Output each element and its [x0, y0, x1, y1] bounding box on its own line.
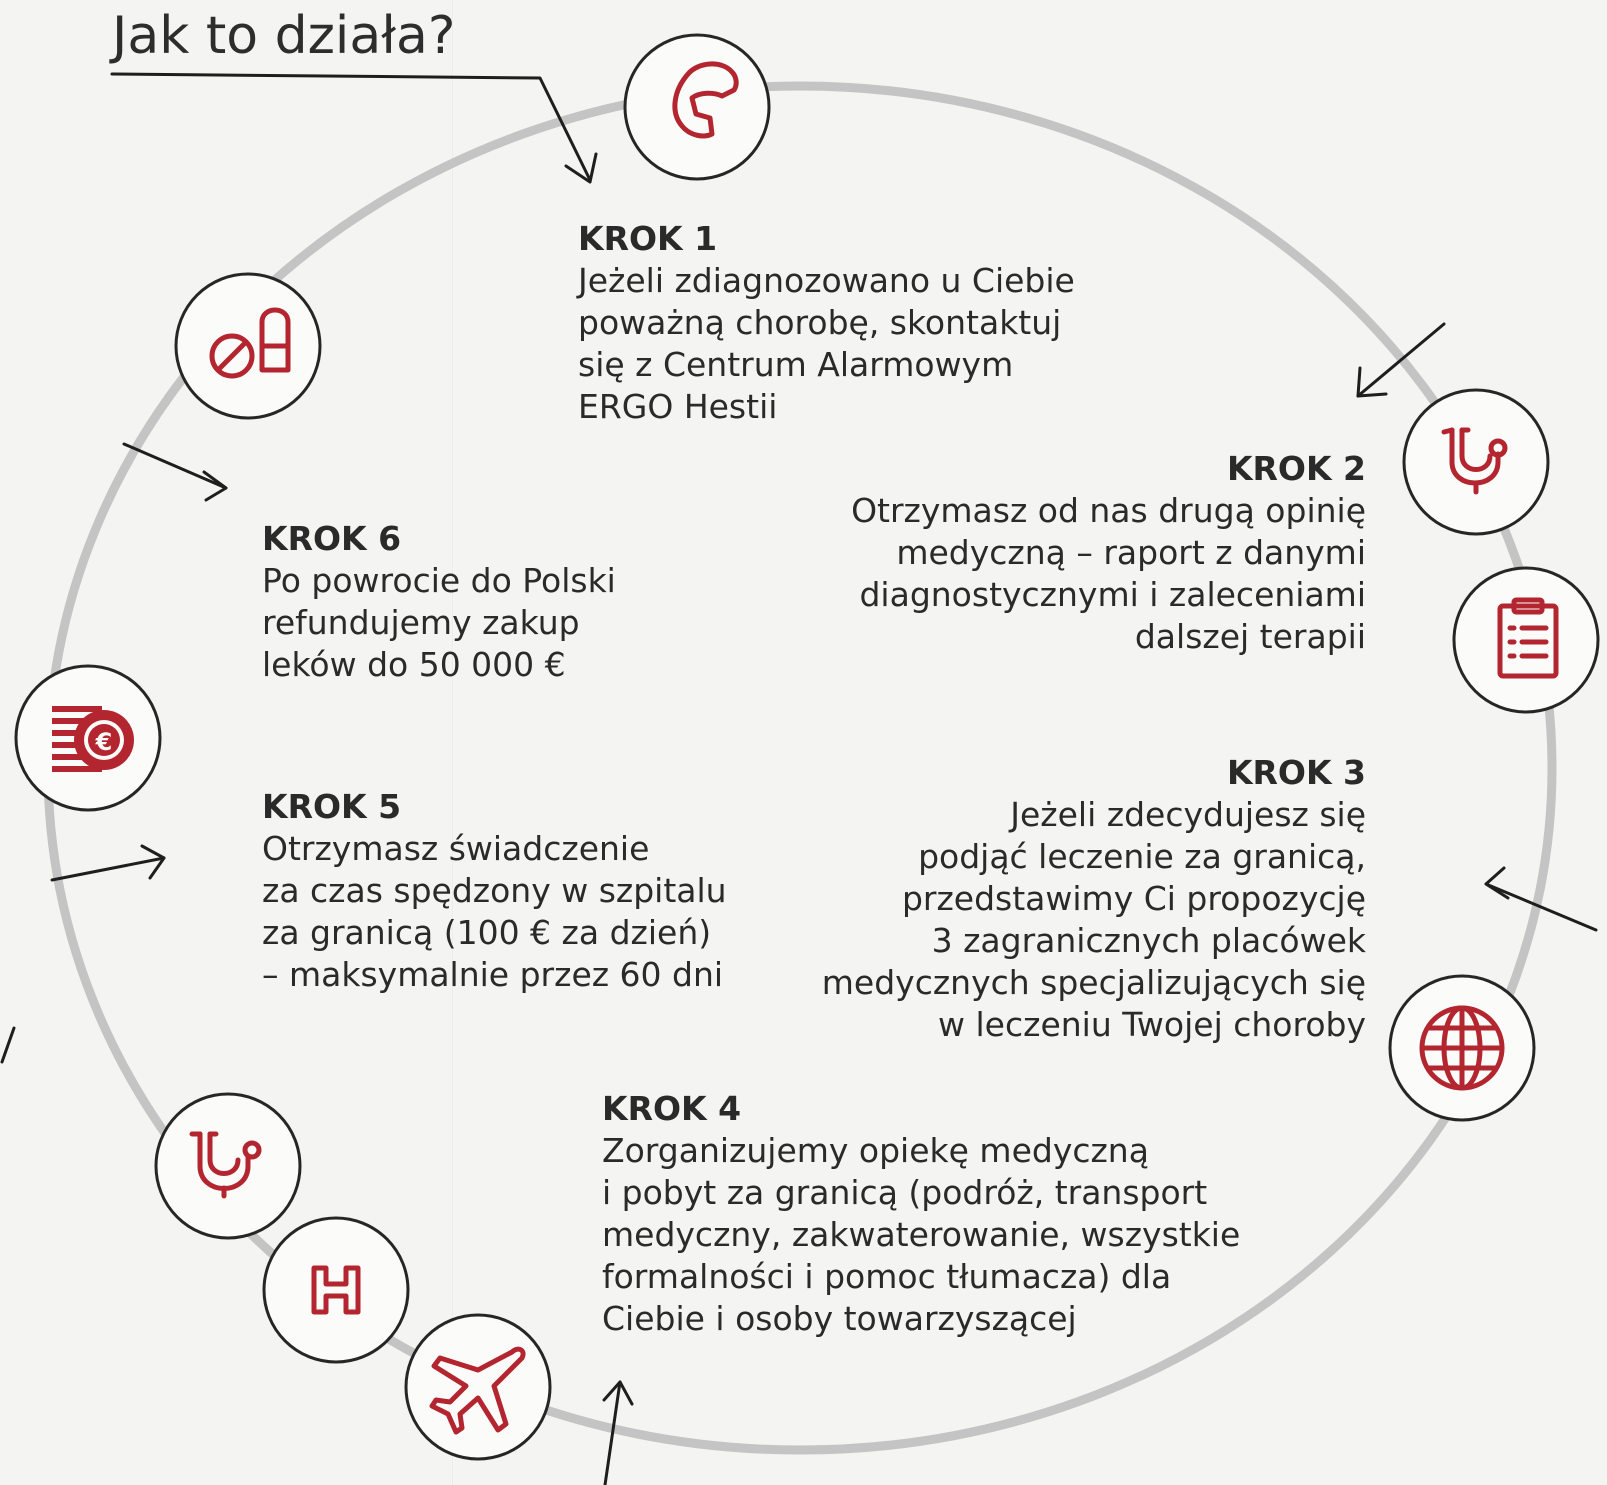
arrow-step6 [122, 442, 228, 502]
step-2: KROK 2 Otrzymasz od nas drugą opinię med… [851, 448, 1366, 658]
step-1-text: Jeżeli zdiagnozowano u Ciebie poważną ch… [578, 261, 1075, 426]
stethoscope-icon [189, 1131, 262, 1199]
step-2-label: KROK 2 [1226, 449, 1366, 488]
step-5: KROK 5 Otrzymasz świadczenie za czas spę… [262, 786, 727, 996]
phone-icon [672, 61, 739, 139]
page-title: Jak to działa? [112, 6, 456, 66]
node-phone [623, 33, 771, 181]
step-3-text: Jeżeli zdecydujesz się podjąć leczenie z… [821, 795, 1366, 1044]
step-2-text: Otrzymasz od nas drugą opinię medyczną –… [851, 491, 1366, 656]
step-1-label: KROK 1 [578, 219, 718, 258]
arrow-step3 [1484, 866, 1598, 932]
arrow-title [110, 72, 598, 184]
edge-mark [0, 1026, 16, 1064]
node-globe [1388, 974, 1536, 1122]
globe-icon [1419, 1005, 1505, 1091]
node-pills [174, 272, 322, 420]
step-4-text: Zorganizujemy opiekę medyczną i pobyt za… [602, 1131, 1241, 1338]
arrow-step5 [50, 844, 166, 882]
step-3-label: KROK 3 [1226, 753, 1366, 792]
paper-fold [452, 0, 454, 1485]
step-4: KROK 4 Zorganizujemy opiekę medyczną i p… [602, 1088, 1240, 1340]
stethoscope-icon [1441, 427, 1508, 495]
step-3: KROK 3 Jeżeli zdecydujesz się podjąć lec… [822, 752, 1366, 1046]
node-clipboard [1452, 566, 1600, 714]
node-coins: € [14, 664, 162, 812]
step-4-label: KROK 4 [602, 1089, 742, 1128]
step-1: KROK 1 Jeżeli zdiagnozowano u Ciebie pow… [578, 218, 1075, 428]
step-5-label: KROK 5 [262, 787, 402, 826]
hospital-icon [311, 1265, 361, 1315]
airplane-icon [429, 1346, 526, 1435]
arrow-step4 [602, 1380, 634, 1485]
step-6-text: Po powrocie do Polski refundujemy zakup … [262, 561, 616, 684]
pills-icon [209, 307, 291, 379]
step-6-label: KROK 6 [262, 519, 402, 558]
step-6: KROK 6 Po powrocie do Polski refundujemy… [262, 518, 616, 686]
svg-text:€: € [95, 728, 113, 756]
node-stethoscope-left [154, 1092, 302, 1240]
clipboard-icon [1497, 597, 1559, 679]
node-stethoscope-right [1402, 388, 1550, 536]
node-hospital [262, 1216, 410, 1364]
step-5-text: Otrzymasz świadczenie za czas spędzony w… [262, 829, 727, 994]
coins-euro-icon: € [52, 706, 134, 772]
node-airplane [404, 1313, 552, 1461]
arrow-step2 [1356, 322, 1446, 398]
